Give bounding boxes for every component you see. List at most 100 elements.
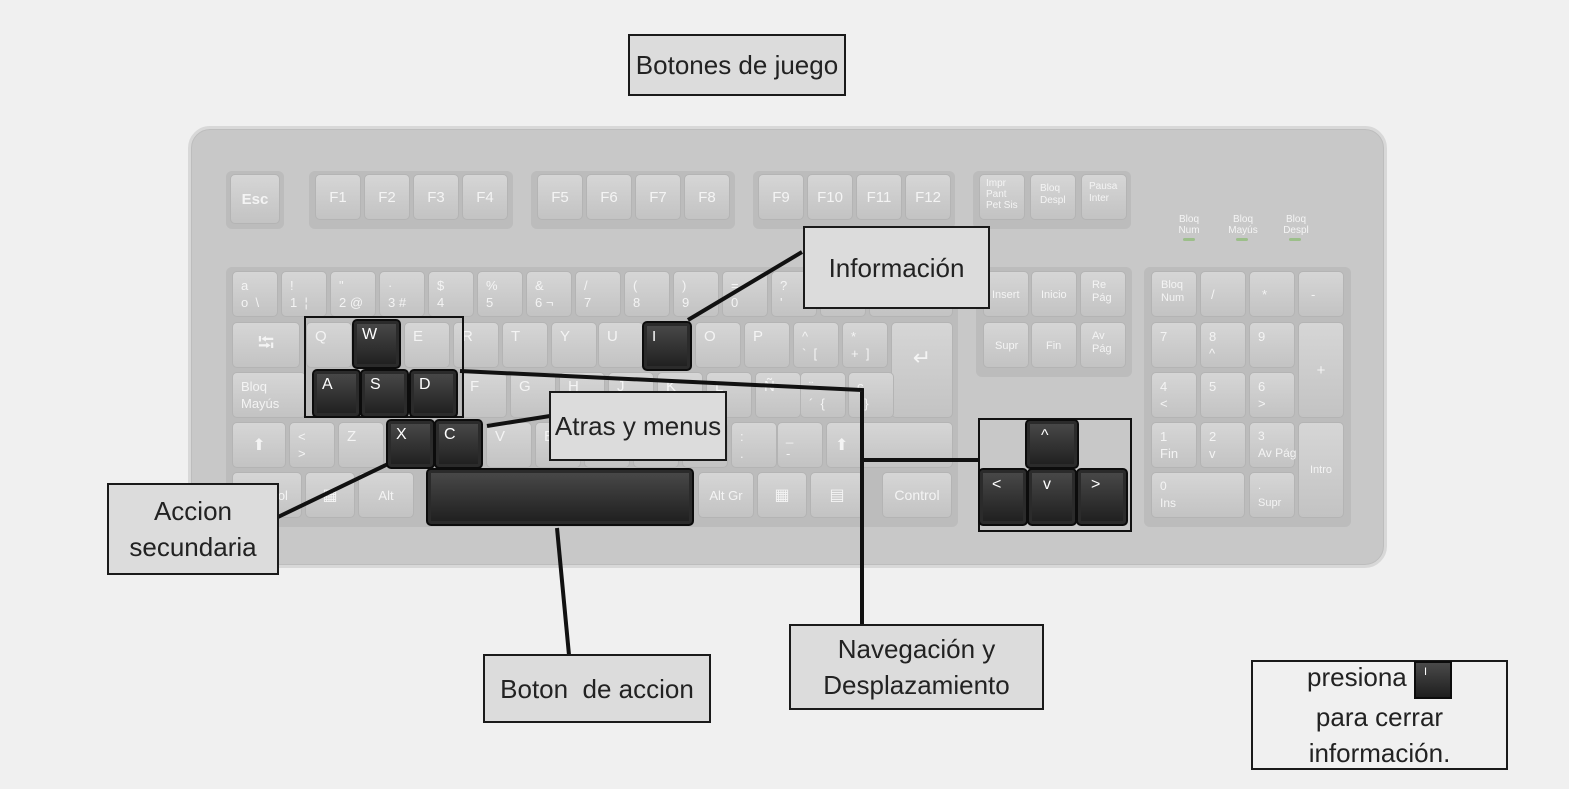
- key-arrow-down[interactable]: v: [1027, 468, 1077, 526]
- key-a[interactable]: A: [312, 369, 361, 418]
- key-tab[interactable]: ⭾: [232, 322, 300, 368]
- key-minus[interactable]: _ -: [777, 422, 823, 468]
- key-p[interactable]: P: [744, 322, 790, 368]
- key-q[interactable]: Q: [306, 322, 352, 368]
- key-v[interactable]: V: [486, 422, 532, 468]
- key-supr[interactable]: Supr: [983, 322, 1029, 368]
- callout-informacion: Información: [803, 226, 990, 309]
- key-f4[interactable]: F4: [462, 174, 508, 220]
- key-plus[interactable]: * + ]: [842, 322, 888, 368]
- key-f3[interactable]: F3: [413, 174, 459, 220]
- key-f9[interactable]: F9: [758, 174, 804, 220]
- key-8[interactable]: ( 8: [624, 271, 670, 317]
- key-insert[interactable]: Insert: [983, 271, 1029, 317]
- key-f12[interactable]: F12: [905, 174, 951, 220]
- key-arrow-right[interactable]: >: [1076, 468, 1128, 526]
- key-r[interactable]: R: [453, 322, 499, 368]
- callout-accion-secundaria-line1: Accion: [153, 496, 233, 526]
- numpad-3[interactable]: 3 Av Pág: [1249, 422, 1296, 468]
- key-av-pag[interactable]: Av Pág: [1080, 322, 1126, 368]
- key-enter[interactable]: ↵: [891, 322, 953, 418]
- key-period[interactable]: : .: [731, 422, 777, 468]
- numpad-9[interactable]: 9: [1249, 322, 1295, 368]
- key-y[interactable]: Y: [551, 322, 597, 368]
- numpad-1[interactable]: 1 Fin: [1151, 422, 1197, 468]
- key-c[interactable]: C: [434, 419, 483, 469]
- key-cedilla[interactable]: ç }: [848, 372, 894, 418]
- key-e[interactable]: E: [404, 322, 450, 368]
- callout-atras-label: Atras y menus: [554, 411, 722, 441]
- key-pausa[interactable]: Pausa Inter: [1081, 174, 1127, 220]
- key-9[interactable]: ) 9: [673, 271, 719, 317]
- key-ordinal[interactable]: a o \: [232, 271, 278, 317]
- key-alt[interactable]: Alt: [358, 472, 414, 518]
- key-4[interactable]: $ 4: [428, 271, 474, 317]
- key-f10[interactable]: F10: [807, 174, 853, 220]
- key-5[interactable]: % 5: [477, 271, 523, 317]
- numpad-8[interactable]: 8 ^: [1200, 322, 1246, 368]
- numpad-6[interactable]: 6 >: [1249, 372, 1295, 418]
- key-d[interactable]: D: [409, 369, 458, 418]
- numpad-asterisk[interactable]: *: [1249, 271, 1295, 317]
- key-control-right[interactable]: Control: [882, 472, 952, 518]
- key-alt-gr[interactable]: Alt Gr: [698, 472, 754, 518]
- key-w[interactable]: W: [352, 319, 401, 369]
- key-space[interactable]: [426, 468, 694, 526]
- key-shift-left[interactable]: ⬆: [232, 422, 286, 468]
- key-2[interactable]: " 2 @: [330, 271, 376, 317]
- numpad-7[interactable]: 7: [1151, 322, 1197, 368]
- key-z[interactable]: Z: [338, 422, 384, 468]
- numpad-minus[interactable]: -: [1298, 271, 1344, 317]
- close-hint-key-i: I: [1413, 660, 1452, 699]
- numpad-0[interactable]: 0 Ins: [1151, 472, 1245, 518]
- key-f7[interactable]: F7: [635, 174, 681, 220]
- key-f5[interactable]: F5: [537, 174, 583, 220]
- key-f6[interactable]: F6: [586, 174, 632, 220]
- leader-line-navegacion-wasd: [459, 369, 864, 626]
- numpad-4[interactable]: 4 <: [1151, 372, 1197, 418]
- led-label-bloq-num: Bloq Num: [1178, 214, 1200, 236]
- led-bloq-num: [1183, 238, 1195, 241]
- key-o[interactable]: O: [695, 322, 741, 368]
- key-f2[interactable]: F2: [364, 174, 410, 220]
- leader-line-accion-secundaria: [277, 462, 389, 519]
- callout-navegacion-line1: Navegación y: [837, 634, 996, 664]
- page-title: Botones de juego: [635, 50, 839, 80]
- numpad-2[interactable]: 2 v: [1200, 422, 1246, 468]
- callout-boton-accion: Boton de accion: [483, 654, 711, 723]
- key-arrow-up[interactable]: ^: [1025, 419, 1079, 469]
- key-s[interactable]: S: [360, 369, 409, 418]
- key-re-pag[interactable]: Re Pág: [1080, 271, 1126, 317]
- numpad-intro[interactable]: Intro: [1298, 422, 1344, 518]
- key-grave[interactable]: ^ ` [: [793, 322, 839, 368]
- key-6[interactable]: & 6 ¬: [526, 271, 572, 317]
- key-f8[interactable]: F8: [684, 174, 730, 220]
- key-t[interactable]: T: [502, 322, 548, 368]
- key-menu[interactable]: ▤: [810, 472, 864, 518]
- numpad-bloq-num[interactable]: Bloq Num: [1151, 271, 1197, 317]
- key-windows-right[interactable]: ▦: [757, 472, 807, 518]
- key-u[interactable]: U: [598, 322, 644, 368]
- key-dieresis[interactable]: ¨ ´ {: [800, 372, 846, 418]
- key-esc[interactable]: Esc: [230, 174, 280, 224]
- callout-accion-secundaria-line2: secundaria: [129, 532, 257, 562]
- key-f[interactable]: F: [461, 372, 507, 418]
- key-fin[interactable]: Fin: [1031, 322, 1077, 368]
- key-7[interactable]: / 7: [575, 271, 621, 317]
- key-inicio[interactable]: Inicio: [1031, 271, 1077, 317]
- numpad-decimal[interactable]: . Supr: [1249, 472, 1295, 518]
- key-1[interactable]: ! 1 ¦: [281, 271, 327, 317]
- numpad-5[interactable]: 5: [1200, 372, 1246, 418]
- key-arrow-left[interactable]: <: [978, 468, 1028, 526]
- key-less-than[interactable]: < >: [289, 422, 335, 468]
- key-impr-pant[interactable]: Impr Pant Pet Sis: [979, 174, 1025, 220]
- numpad-slash[interactable]: /: [1200, 271, 1246, 317]
- key-x[interactable]: X: [386, 419, 435, 469]
- key-f11[interactable]: F11: [856, 174, 902, 220]
- key-i[interactable]: I: [642, 321, 692, 371]
- key-f1[interactable]: F1: [315, 174, 361, 220]
- key-bloq-despl[interactable]: Bloq Despl: [1030, 174, 1076, 220]
- numpad-plus[interactable]: +: [1298, 322, 1344, 418]
- close-hint-line2: para cerrar: [1315, 701, 1444, 732]
